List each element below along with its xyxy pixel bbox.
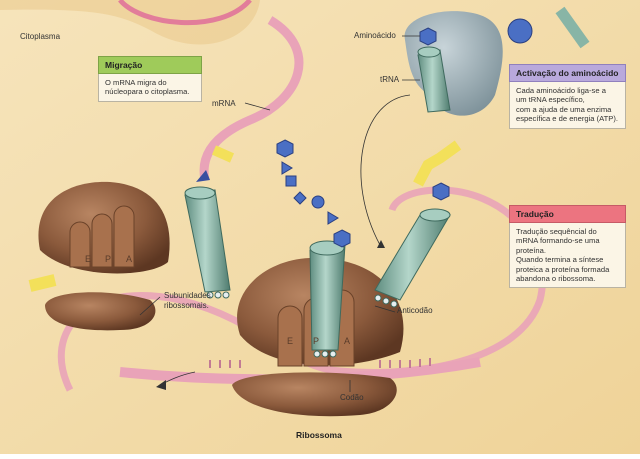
- box-traducao: Tradução Tradução sequêncial do mRNA for…: [509, 205, 626, 289]
- box-migracao-body: O mRNA migra do núcleopara o citoplasma.: [98, 74, 202, 102]
- site-p-small: [91, 213, 113, 268]
- site-letter-e-small: E: [85, 254, 92, 264]
- box-traducao-line: Tradução sequêncial do: [516, 227, 597, 236]
- mrna-5prime-cap: [28, 274, 57, 292]
- mrna-cap: [211, 145, 235, 163]
- site-letter-p: P: [313, 336, 320, 346]
- box-activacao-line: específica e de energia (ATP).: [516, 114, 619, 124]
- nuclear-membrane: [118, 0, 252, 26]
- mrna-bases: [209, 358, 431, 368]
- box-traducao-line: proteica a proteína formada: [516, 264, 610, 274]
- exit-arrow-head: [156, 380, 166, 390]
- label-aminoacido: Aminoácido: [354, 31, 396, 40]
- label-mrna: mRNA: [212, 99, 236, 108]
- site-letter-e: E: [287, 336, 294, 346]
- box-traducao-title: Tradução: [509, 205, 626, 223]
- box-traducao-line: Quando termina a síntese: [516, 255, 604, 265]
- box-activacao-body: Cada aminoácido liga-se a um tRNA especí…: [509, 82, 626, 129]
- label-citoplasma: Citoplasma: [20, 32, 61, 41]
- trna-p-site: [309, 240, 346, 358]
- site-e-small: [69, 221, 91, 268]
- label-subunidades: Subunidades ribossomais.: [164, 291, 211, 311]
- box-activacao-line: um tRNA específico,: [516, 95, 585, 105]
- free-amino-acid: [507, 18, 533, 44]
- mrna-migrating-strand: [199, 16, 304, 181]
- amino-acid-on-enzyme: [419, 27, 437, 46]
- label-ribossoma: Ribossoma: [296, 430, 342, 440]
- box-activacao-line: Cada aminoácido liga-se a: [516, 86, 606, 95]
- box-migracao: Migração O mRNA migra do núcleopara o ci…: [98, 56, 202, 102]
- nucleus-edge: [0, 0, 260, 45]
- box-activacao-title: Activação do aminoácido: [509, 64, 626, 82]
- box-migracao-title: Migração: [98, 56, 202, 74]
- box-activacao: Activação do aminoácido Cada aminoácido …: [509, 64, 626, 129]
- box-traducao-line: mRNA formando-se uma: [516, 236, 600, 246]
- mrna-yellow-segment: [413, 140, 462, 187]
- box-traducao-line: abandona o ribossoma.: [516, 274, 596, 284]
- tRNA-arrow-head: [377, 240, 385, 248]
- label-anticodao: Anticodão: [397, 306, 433, 315]
- trna-enzyme: [417, 46, 451, 113]
- box-traducao-line: proteína.: [516, 245, 546, 255]
- label-subunidades-line1: Subunidades: [164, 291, 211, 300]
- ribosome-small-subunit: [232, 372, 397, 417]
- label-codao: Codão: [340, 393, 364, 402]
- trna-incoming: [374, 208, 451, 308]
- box-activacao-line: com a ajuda de uma enzima: [516, 104, 612, 114]
- leader-lines: [139, 35, 420, 392]
- small-subunit-free: [45, 292, 156, 331]
- polypeptide-chain: [276, 139, 450, 248]
- migration-arrow-head: [196, 170, 210, 182]
- site-e: [277, 305, 303, 367]
- site-letter-a-small: A: [126, 254, 133, 264]
- site-letter-a: A: [344, 336, 351, 346]
- box-traducao-body: Tradução sequêncial do mRNA formando-se …: [509, 223, 626, 289]
- box-migracao-line: O mRNA migra do: [105, 78, 167, 87]
- label-trna: tRNA: [380, 75, 400, 84]
- trna-fragment: [555, 6, 590, 49]
- trna-free-left: [184, 186, 231, 299]
- site-a-small: [113, 205, 135, 268]
- site-letter-p-small: P: [105, 254, 112, 264]
- label-subunidades-line2: ribossomais.: [164, 301, 209, 310]
- box-migracao-line: núcleopara o citoplasma.: [105, 87, 190, 97]
